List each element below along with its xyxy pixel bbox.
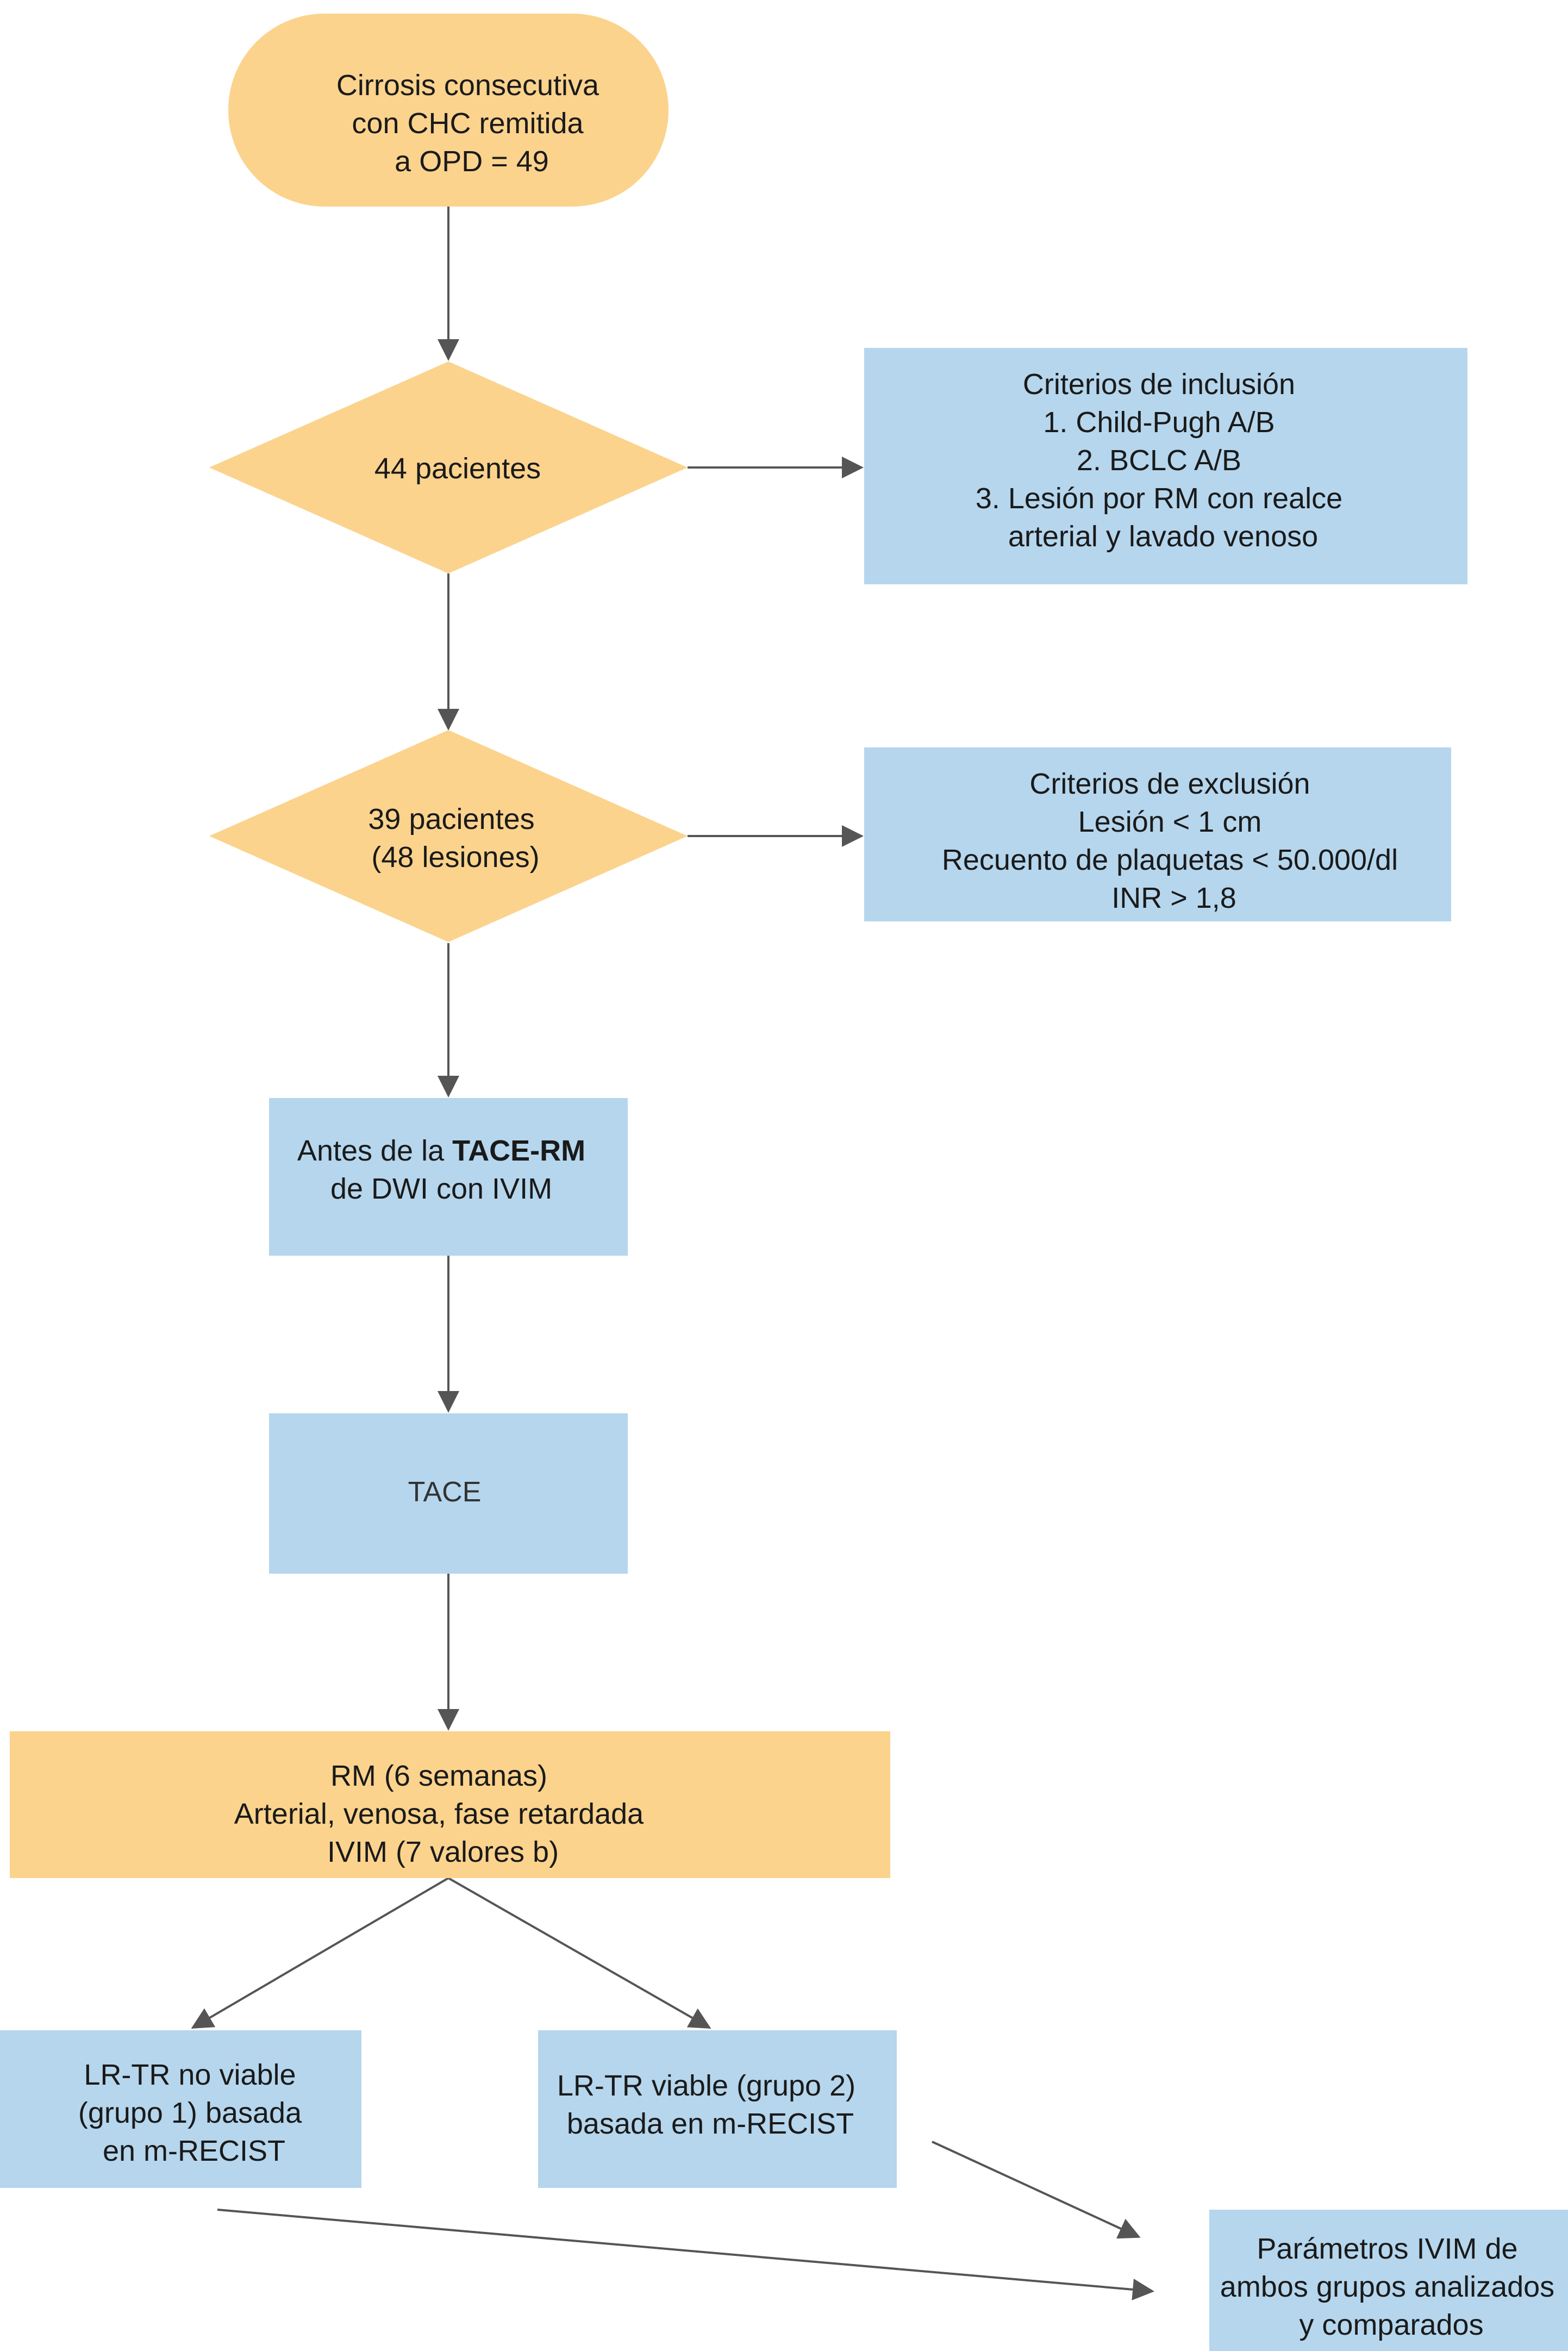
pre-tace-line-2: de DWI con IVIM	[330, 1173, 552, 1205]
decision2-line-1: 39 pacientes	[368, 803, 534, 835]
tace-label: TACE	[408, 1476, 482, 1508]
decision-node-44-patients: 44 pacientes	[209, 361, 688, 573]
group1-nonviable-box: LR-TR no viable (grupo 1) basada en m-RE…	[0, 2030, 361, 2188]
svg-text:Criterios de exclusión L: Criterios de exclusión Lesión < 1 cm Rec…	[942, 768, 1406, 914]
arrow-mri-to-group2	[448, 1877, 711, 2029]
svg-text:LR-TR viable (grupo 2) b: LR-TR viable (grupo 2) basada en m-RECIS…	[557, 2069, 864, 2140]
group1-line-1: LR-TR no viable	[84, 2059, 296, 2091]
svg-text:RM (6 semanas) Arterial,: RM (6 semanas) Arterial, venosa, fase re…	[234, 1760, 652, 1868]
tace-box: TACE	[269, 1413, 628, 1574]
start-line-3: a OPD = 49	[395, 145, 549, 178]
inclusion-criteria-box: Criterios de inclusión 1. Child-Pugh A/B…	[864, 348, 1467, 584]
group2-line-2: basada en m-RECIST	[567, 2107, 854, 2140]
decision1-label: 44 pacientes	[374, 452, 541, 485]
inclusion-title: Criterios de inclusión	[1023, 368, 1295, 401]
exclusion-item-1: Lesión < 1 cm	[1078, 806, 1262, 838]
svg-text:44 pacientes: 44 pacientes	[374, 452, 541, 485]
decision-node-39-patients: 39 pacientes (48 lesiones)	[209, 730, 688, 942]
arrow-group2-to-result	[932, 2141, 1141, 2239]
inclusion-item-3-cont: arterial y lavado venoso	[1008, 520, 1318, 553]
inclusion-item-1: 1. Child-Pugh A/B	[1043, 406, 1275, 439]
start-line-2: con CHC remitida	[352, 107, 584, 140]
mri-followup-box: RM (6 semanas) Arterial, venosa, fase re…	[10, 1731, 890, 1878]
group1-line-3: en m-RECIST	[103, 2135, 285, 2167]
exclusion-item-3: INR > 1,8	[1111, 882, 1236, 914]
mri-line-3: IVIM (7 valores b)	[327, 1836, 559, 1868]
group2-viable-box: LR-TR viable (grupo 2) basada en m-RECIS…	[538, 2030, 897, 2188]
arrow-mri-to-group1	[191, 1877, 449, 2029]
decision2-line-2: (48 lesiones)	[371, 841, 539, 874]
start-node: Cirrosis consecutiva con CHC remitida a …	[228, 14, 669, 207]
pre-tace-mri-box: Antes de la TACE-RM de DWI con IVIM	[269, 1098, 628, 1256]
mri-line-1: RM (6 semanas)	[330, 1760, 547, 1792]
connectors	[191, 207, 1154, 2300]
group2-line-1: LR-TR viable (grupo 2)	[557, 2069, 855, 2102]
group1-line-2: (grupo 1) basada	[78, 2097, 302, 2129]
exclusion-item-2: Recuento de plaquetas < 50.000/dl	[942, 844, 1398, 876]
result-line-1: Parámetros IVIM de	[1257, 2232, 1517, 2265]
inclusion-item-2: 2. BCLC A/B	[1077, 444, 1241, 477]
result-line-3: y comparados	[1299, 2309, 1483, 2341]
inclusion-item-3: 3. Lesión por RM con realce	[976, 482, 1342, 515]
arrow-group1-to-result	[217, 2209, 1154, 2300]
pre-tace-line-1: Antes de la TACE-RM	[297, 1134, 585, 1167]
svg-text:Criterios de inclusión 1: Criterios de inclusión 1. Child-Pugh A/B…	[976, 368, 1351, 553]
svg-text:LR-TR no viable (grupo 1: LR-TR no viable (grupo 1) basada en m-RE…	[78, 2059, 310, 2167]
result-line-2: ambos grupos analizados	[1220, 2271, 1554, 2303]
mri-line-2: Arterial, venosa, fase retardada	[234, 1798, 644, 1830]
exclusion-title: Criterios de exclusión	[1029, 768, 1310, 800]
result-box: Parámetros IVIM de ambos grupos analizad…	[1209, 2210, 1568, 2351]
exclusion-criteria-box: Criterios de exclusión Lesión < 1 cm Rec…	[864, 747, 1451, 921]
svg-text:39 pacientes (48 lesione: 39 pacientes (48 lesiones)	[368, 803, 542, 874]
start-line-1: Cirrosis consecutiva	[336, 69, 599, 102]
svg-text:Cirrosis consecutiva con: Cirrosis consecutiva con CHC remitida a …	[336, 69, 607, 178]
svg-text:Parámetros IVIM de ambos: Parámetros IVIM de ambos grupos analizad…	[1220, 2232, 1563, 2341]
